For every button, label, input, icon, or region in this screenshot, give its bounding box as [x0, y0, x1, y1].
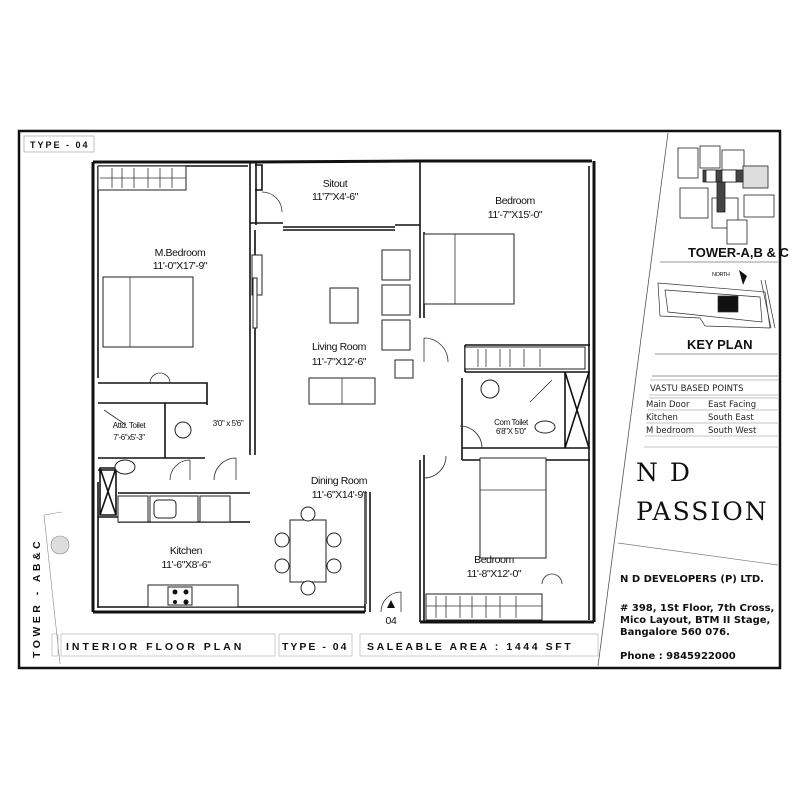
north-label: NORTH	[712, 272, 730, 278]
room-name: Attd. Toilet	[113, 421, 147, 430]
vastu-table	[644, 379, 778, 448]
logo-line1: N D	[636, 458, 692, 487]
north-arrow-icon	[739, 270, 747, 285]
door-swings	[169, 191, 483, 613]
vastu-item: M bedroom	[646, 426, 694, 436]
saleable-area: SALEABLE AREA : 1444 SFT	[367, 641, 573, 653]
room-name: M.Bedroom	[155, 247, 206, 259]
footer-box	[60, 633, 276, 657]
vastu-item: Kitchen	[646, 413, 678, 423]
type-label: TYPE - 04	[30, 140, 90, 150]
tower-title: TOWER-A,B & C	[688, 245, 789, 260]
developer-address: Bangalore 560 076.	[620, 627, 730, 638]
vastu-direction: South East	[708, 413, 754, 423]
room-name: Com Toilet	[494, 418, 529, 427]
room-dim: 11'-8"X12'-0"	[467, 568, 522, 580]
footer-box	[51, 633, 59, 657]
room-dim: 11'-6"X14'-9"	[312, 489, 367, 501]
room-dim: 11'-0"X17'-9"	[153, 260, 208, 272]
developer-name: N D DEVELOPERS (P) LTD.	[620, 574, 764, 585]
developer-address: Mico Layout, BTM II Stage,	[620, 615, 770, 626]
vastu-direction: East Facing	[708, 400, 756, 410]
furniture	[97, 165, 586, 621]
room-labels: Sitout 11'7"X4'-6" Bedroom 11'-7"X15'-0"…	[113, 178, 544, 627]
sheet-border	[17, 129, 782, 670]
type-label-box	[23, 135, 95, 153]
entry-label: 04	[386, 615, 397, 627]
room-name: Dining Room	[311, 475, 368, 487]
room-dim: 11'-7"X12'-6"	[312, 356, 367, 368]
room-dim: 11'-6"X8'-6"	[161, 559, 211, 571]
site-key-plan	[657, 279, 776, 329]
room-name: Bedroom	[495, 195, 535, 207]
room-dim: 7'-6"x5'-3"	[113, 433, 145, 442]
side-divider	[43, 514, 61, 665]
side-divider	[43, 511, 63, 516]
developer-phone: Phone : 9845922000	[620, 651, 736, 662]
vastu-direction: South West	[708, 426, 757, 436]
vastu-item: Main Door	[646, 400, 690, 410]
room-dim: 11'-7"X15'-0"	[488, 209, 543, 221]
hatched-partition	[364, 492, 367, 604]
logo-line2: PASSION	[636, 497, 769, 526]
room-dim: 6'8"X 5'0"	[496, 427, 527, 436]
tower-block-plan	[677, 145, 775, 245]
panel-divider	[597, 132, 669, 667]
room-name: Kitchen	[170, 545, 203, 557]
room-name: Living Room	[312, 341, 367, 353]
side-tower-label: TOWER - AB&C	[31, 538, 43, 658]
panel-rule	[617, 542, 779, 566]
passage-dim: 3'0" x 5'6"	[213, 419, 244, 428]
developer-address: # 398, 1St Floor, 7th Cross,	[620, 603, 774, 614]
entry-arrow-icon	[387, 600, 395, 608]
footer-box	[278, 633, 353, 657]
plan-type: TYPE - 04	[282, 641, 348, 653]
tower-marker-icon	[50, 535, 70, 555]
vastu-title: VASTU BASED POINTS	[650, 384, 744, 394]
footer-box	[359, 633, 599, 657]
room-dim: 11'7"X4'-6"	[312, 191, 359, 203]
plan-title: INTERIOR FLOOR PLAN	[66, 641, 244, 653]
plan-walls	[91, 159, 596, 624]
room-name: Sitout	[323, 178, 348, 190]
key-plan-title: KEY PLAN	[687, 337, 753, 352]
room-name: Bedroom	[474, 554, 514, 566]
